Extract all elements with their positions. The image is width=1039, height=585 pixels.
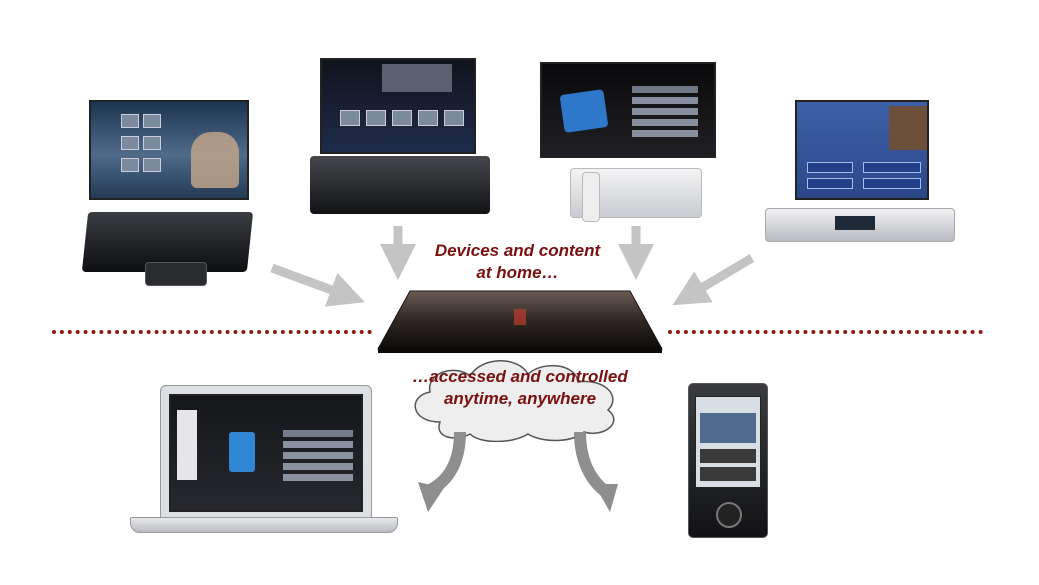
menu-item	[632, 119, 698, 126]
menu-button	[863, 178, 921, 189]
menu-item	[632, 108, 698, 115]
video-preview	[700, 413, 756, 443]
arrow-from-comcast	[672, 254, 755, 306]
channel-strip	[700, 449, 756, 463]
arrow-from-bluray	[270, 263, 365, 307]
dish-dvr-box	[310, 156, 490, 214]
actor-face	[191, 132, 239, 188]
nav-button	[716, 502, 742, 528]
display-panel	[835, 216, 875, 230]
menu-item	[632, 97, 698, 104]
comcast-group	[765, 100, 955, 245]
featured-banner	[382, 64, 452, 92]
presenter-image	[889, 106, 927, 150]
thumbnail	[444, 110, 464, 126]
laptop-base	[130, 517, 398, 533]
smartphone-body	[688, 383, 768, 538]
thumbnail	[366, 110, 386, 126]
apple-remote	[582, 172, 600, 222]
menu-button	[807, 162, 853, 173]
dish-guide-screen	[320, 58, 476, 154]
menu-button	[863, 162, 921, 173]
curved-down-arrow-icon	[418, 431, 618, 512]
apple-tv-group	[540, 62, 720, 222]
caption-accessed-anywhere: …accessed and controlled anytime, anywhe…	[395, 366, 645, 410]
menu-item	[632, 86, 698, 93]
menu-item	[283, 452, 353, 459]
dish-dvr-group	[310, 58, 490, 218]
comcast-menu-screen	[795, 100, 929, 200]
thumbnail	[143, 136, 161, 150]
caption-bottom-line1: …accessed and controlled	[412, 367, 628, 386]
thumbnail	[418, 110, 438, 126]
menu-item	[632, 130, 698, 137]
laptop-group	[130, 385, 398, 540]
thumbnail	[392, 110, 412, 126]
divider-left	[52, 330, 372, 334]
thumbnail	[121, 158, 139, 172]
divider-right	[668, 330, 983, 334]
menu-item	[283, 474, 353, 481]
menu-item	[283, 441, 353, 448]
channel-strip	[700, 467, 756, 481]
power-light-icon	[514, 309, 526, 325]
caption-top-line1: Devices and content	[434, 241, 601, 260]
menu-item	[283, 430, 353, 437]
remote-widget	[177, 410, 197, 480]
music-note-icon	[229, 432, 255, 472]
apple-tv-menu-screen	[540, 62, 716, 158]
thumbnail	[143, 114, 161, 128]
bluray-device-group	[81, 100, 255, 290]
caption-bottom-line2: anytime, anywhere	[443, 389, 597, 408]
laptop-lid	[160, 385, 372, 519]
thumbnail	[121, 136, 139, 150]
thumbnail	[121, 114, 139, 128]
smartphone-screen	[695, 396, 761, 488]
thumbnail	[340, 110, 360, 126]
caption-devices-at-home: Devices and content at home…	[410, 240, 625, 284]
smartphone-group	[688, 383, 768, 538]
cloud-icon	[414, 360, 615, 442]
menu-button	[807, 178, 853, 189]
disc-tray	[145, 262, 207, 286]
caption-top-line2: at home…	[476, 263, 559, 282]
thumbnail	[143, 158, 161, 172]
media-hub-device	[377, 290, 663, 353]
bluray-menu-screen	[89, 100, 249, 200]
menu-item	[283, 463, 353, 470]
laptop-itunes-screen	[169, 394, 363, 512]
